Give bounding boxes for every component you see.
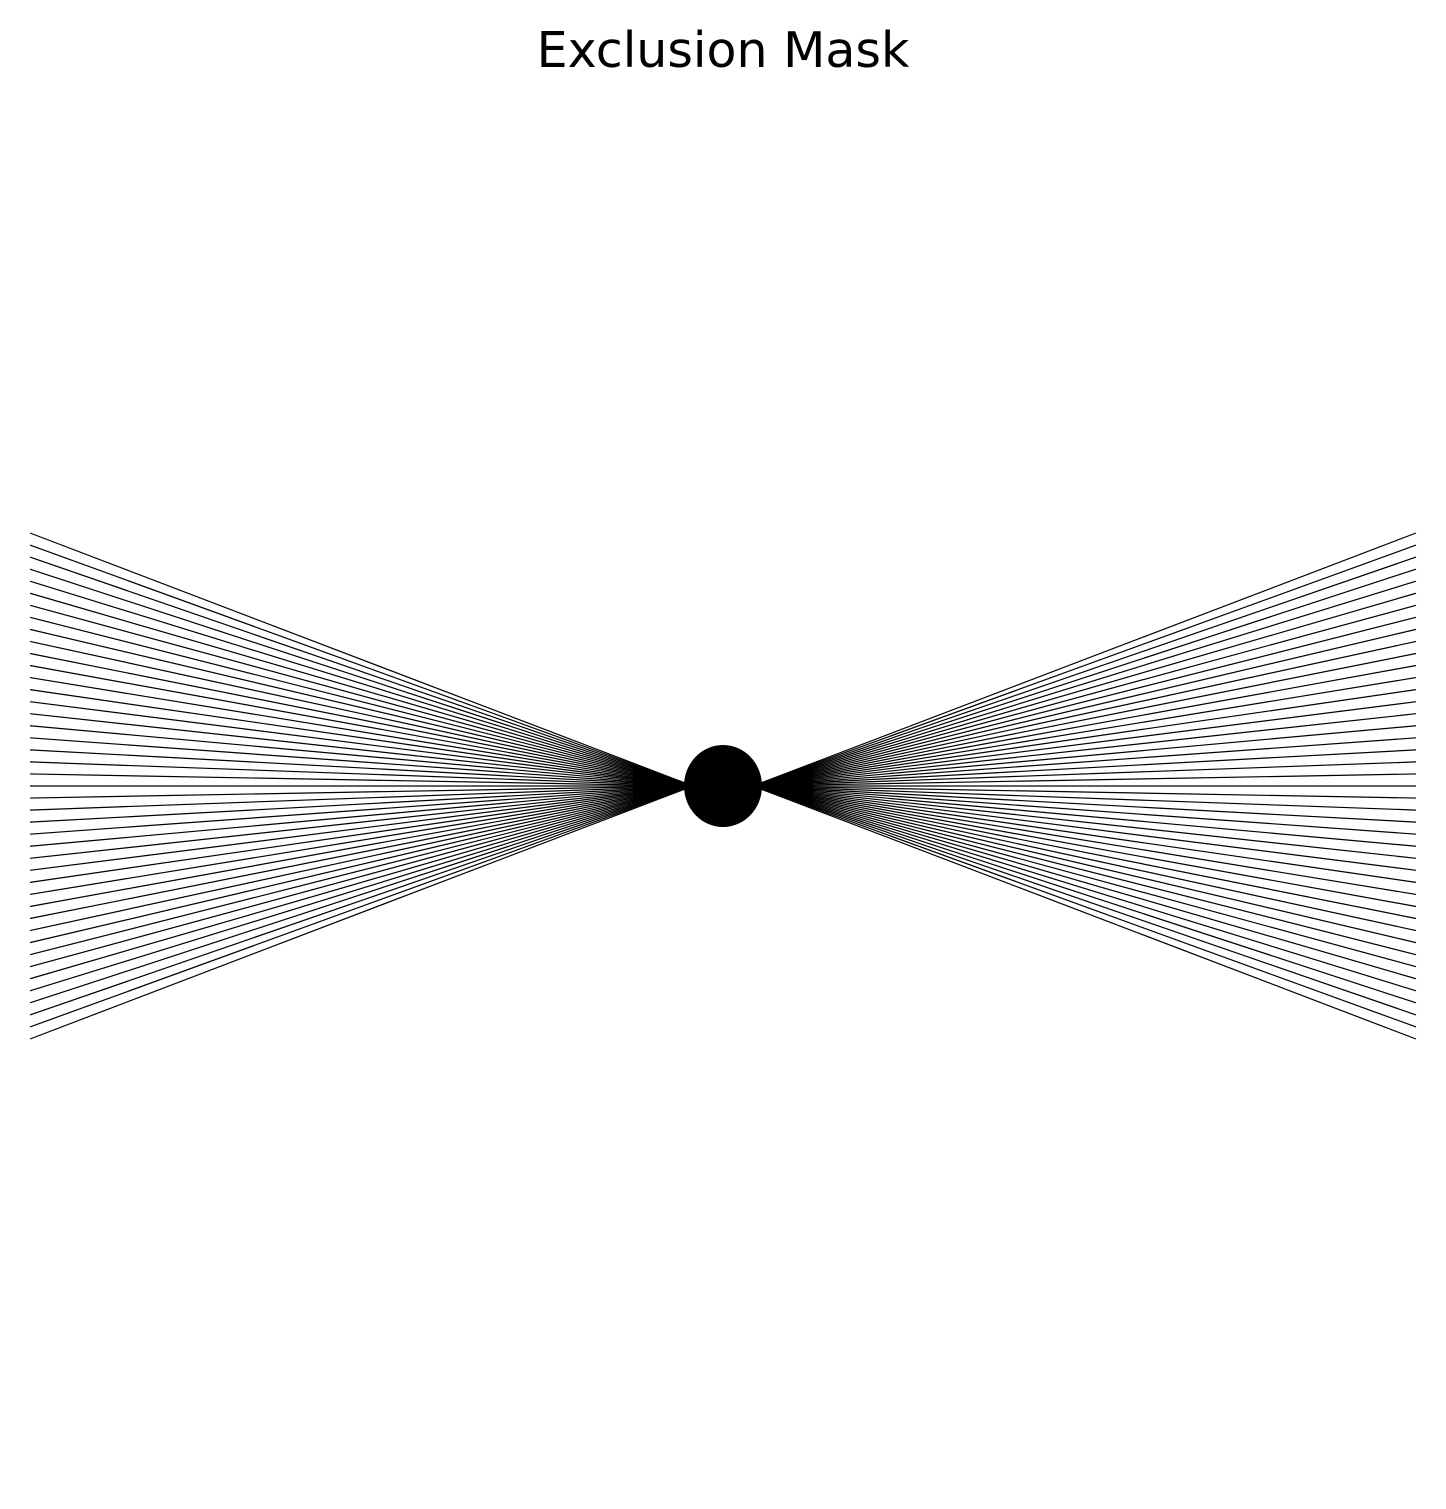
fan-line-left: [29, 785, 694, 811]
fan-line-left: [29, 773, 694, 787]
fan-line-left: [29, 785, 694, 883]
fan-line-right: [752, 628, 1417, 787]
fan-line-right: [752, 580, 1417, 787]
fan-line-right: [752, 689, 1417, 787]
fan-line-right: [752, 785, 1417, 847]
fan-line-right: [752, 785, 1417, 944]
fan-line-right: [752, 785, 1417, 835]
fan-line-left: [29, 749, 694, 787]
fan-line-left: [29, 785, 694, 1040]
fan-line-left: [29, 664, 694, 787]
fan-line-right: [752, 785, 1417, 1040]
left-fan-lines: [29, 532, 694, 1040]
fan-line-left: [29, 689, 694, 787]
fan-line-left: [29, 785, 694, 908]
fan-line-right: [752, 604, 1417, 787]
fan-line-left: [29, 785, 694, 944]
central-disk: [684, 745, 762, 827]
fan-line-left: [29, 785, 694, 920]
fan-line-right: [752, 785, 1417, 1028]
fan-line-right: [752, 532, 1417, 787]
fan-line-right: [752, 785, 1417, 883]
fan-line-right: [752, 664, 1417, 787]
fan-line-right: [752, 785, 1417, 980]
fan-line-left: [29, 737, 694, 787]
fan-line-left: [29, 628, 694, 787]
right-wedge-core: [753, 766, 813, 806]
fan-line-left: [29, 785, 694, 968]
fan-line-left: [29, 785, 694, 1016]
fan-line-right: [752, 785, 1417, 932]
fan-line-left: [29, 785, 694, 956]
fan-line-left: [29, 652, 694, 787]
fan-line-right: [752, 568, 1417, 787]
fan-line-right: [752, 773, 1417, 787]
right-fan-lines: [752, 532, 1417, 1040]
fan-line-right: [752, 761, 1417, 787]
fan-line-left: [29, 580, 694, 787]
fan-line-left: [29, 568, 694, 787]
fan-line-left: [29, 676, 694, 787]
fan-line-left: [29, 785, 694, 859]
fan-line-left: [29, 785, 694, 871]
fan-line-left: [29, 592, 694, 787]
fan-line-left: [29, 713, 694, 787]
fan-line-left: [29, 532, 694, 787]
fan-line-right: [752, 556, 1417, 787]
fan-line-left: [29, 785, 694, 896]
fan-line-right: [752, 544, 1417, 787]
fan-line-right: [752, 785, 1417, 1004]
fan-line-left: [29, 785, 694, 992]
fan-line-left: [29, 785, 694, 932]
fan-line-right: [752, 701, 1417, 787]
fan-line-left: [29, 785, 694, 1004]
fan-line-right: [752, 785, 1417, 968]
fan-line-right: [752, 785, 1417, 992]
fan-line-left: [29, 701, 694, 787]
fan-line-left: [29, 785, 694, 1028]
fan-line-right: [752, 785, 1417, 859]
fan-line-right: [752, 785, 1417, 920]
fan-line-right: [752, 785, 1417, 799]
fan-line-left: [29, 785, 694, 980]
fan-line-left: [29, 785, 694, 835]
fan-line-right: [752, 676, 1417, 787]
fan-line-right: [752, 652, 1417, 787]
fan-line-right: [752, 640, 1417, 787]
fan-line-left: [29, 556, 694, 787]
fan-line-right: [752, 785, 1417, 1016]
fan-line-right: [752, 785, 1417, 823]
fan-line-left: [29, 640, 694, 787]
fan-line-right: [752, 785, 1417, 956]
fan-line-left: [29, 604, 694, 787]
fan-line-left: [29, 544, 694, 787]
fan-line-right: [752, 785, 1417, 871]
fan-line-right: [752, 713, 1417, 787]
fan-line-right: [752, 592, 1417, 787]
fan-line-left: [29, 785, 694, 823]
fan-line-right: [752, 616, 1417, 787]
fan-line-left: [29, 616, 694, 787]
fan-line-left: [29, 725, 694, 787]
fan-line-right: [752, 749, 1417, 787]
fan-line-left: [29, 785, 694, 847]
left-wedge-core: [633, 766, 693, 806]
fan-line-left: [29, 785, 694, 799]
fan-line-right: [752, 725, 1417, 787]
fan-line-left: [29, 761, 694, 787]
figure-title: Exclusion Mask: [536, 22, 910, 79]
fan-line-right: [752, 785, 1417, 811]
fan-line-right: [752, 785, 1417, 908]
fan-line-right: [752, 737, 1417, 787]
fan-line-right: [752, 785, 1417, 896]
